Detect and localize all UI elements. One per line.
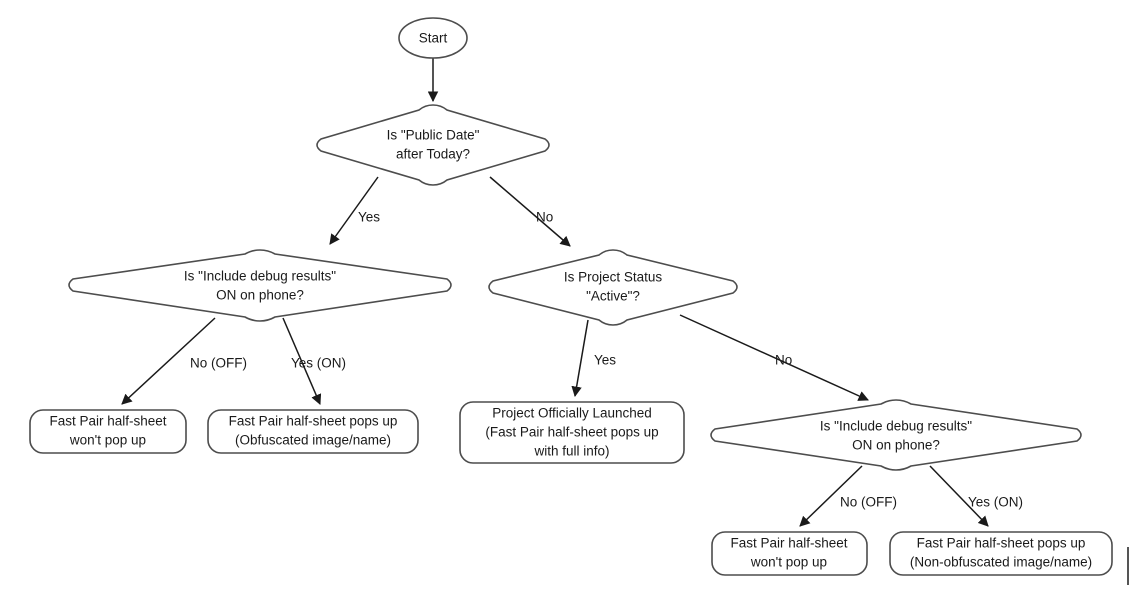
edge-public-date-yes: [329, 176, 379, 245]
debug-left-label-line1: Is "Include debug results": [184, 269, 336, 284]
node-result-no-off-right[interactable]: Fast Pair half-sheet won't pop up: [711, 531, 868, 576]
edge-label-debug-left-yes-on: Yes (ON): [291, 356, 346, 371]
result-yes-on-left-line1: Fast Pair half-sheet pops up: [229, 414, 398, 429]
edge-label-debug-left-no-off: No (OFF): [190, 356, 247, 371]
result-yes-on-left-line2: (Obfuscated image/name): [235, 433, 391, 448]
edge-debug-left-yes-on: [282, 317, 322, 405]
edge-debug-right-no-off: [799, 465, 863, 527]
debug-left-label-line2: ON on phone?: [216, 288, 304, 303]
edge-labels-layer: Yes No No (OFF) Yes (ON) Yes No No (OFF)…: [190, 210, 1023, 510]
project-launched-line2: (Fast Pair half-sheet pops up: [485, 425, 658, 440]
edge-label-project-status-yes: Yes: [594, 353, 616, 368]
result-no-off-left-line2: won't pop up: [69, 433, 146, 448]
edge-public-date-no: [489, 176, 571, 247]
edge-project-status-no: [679, 314, 869, 401]
project-status-label-line1: Is Project Status: [564, 270, 663, 285]
edges-layer: [121, 58, 989, 527]
result-yes-on-right-box: [889, 531, 1113, 576]
public-date-diamond: [316, 104, 550, 186]
debug-right-diamond: [710, 399, 1082, 471]
project-launched-line3: with full info): [533, 444, 609, 459]
result-no-off-left-line1: Fast Pair half-sheet: [49, 414, 166, 429]
start-label: Start: [419, 31, 448, 46]
node-debug-right-decision[interactable]: Is "Include debug results" ON on phone?: [710, 399, 1082, 471]
edge-label-public-date-no: No: [536, 210, 553, 225]
public-date-label-line1: Is "Public Date": [387, 128, 480, 143]
project-launched-box: [459, 401, 685, 464]
result-no-off-right-line1: Fast Pair half-sheet: [730, 536, 847, 551]
node-result-yes-on-right[interactable]: Fast Pair half-sheet pops up (Non-obfusc…: [889, 531, 1113, 576]
node-result-yes-on-left[interactable]: Fast Pair half-sheet pops up (Obfuscated…: [207, 409, 419, 454]
result-no-off-right-box: [711, 531, 868, 576]
project-status-diamond: [488, 249, 738, 326]
project-launched-line1: Project Officially Launched: [492, 406, 652, 421]
start-ellipse: [398, 17, 468, 59]
edge-debug-right-yes-on: [929, 465, 989, 527]
result-yes-on-left-box: [207, 409, 419, 454]
debug-right-label-line1: Is "Include debug results": [820, 419, 972, 434]
edge-label-project-status-no: No: [775, 353, 792, 368]
edge-label-debug-right-no-off: No (OFF): [840, 495, 897, 510]
node-project-status-decision[interactable]: Is Project Status "Active"?: [488, 249, 738, 326]
result-no-off-left-box: [29, 409, 187, 454]
node-start[interactable]: Start: [398, 17, 468, 59]
node-result-no-off-left[interactable]: Fast Pair half-sheet won't pop up: [29, 409, 187, 454]
node-project-launched[interactable]: Project Officially Launched (Fast Pair h…: [459, 401, 685, 464]
result-no-off-right-line2: won't pop up: [750, 555, 827, 570]
debug-left-diamond: [68, 249, 452, 322]
edge-label-debug-right-yes-on: Yes (ON): [968, 495, 1023, 510]
public-date-label-line2: after Today?: [396, 147, 470, 162]
debug-right-label-line2: ON on phone?: [852, 438, 940, 453]
project-status-label-line2: "Active"?: [586, 289, 640, 304]
edge-debug-left-no-off: [121, 317, 216, 405]
node-public-date-decision[interactable]: Is "Public Date" after Today?: [316, 104, 550, 186]
edge-project-status-yes: [571, 319, 589, 398]
edge-label-public-date-yes: Yes: [358, 210, 380, 225]
result-yes-on-right-line2: (Non-obfuscated image/name): [910, 555, 1092, 570]
node-debug-left-decision[interactable]: Is "Include debug results" ON on phone?: [68, 249, 452, 322]
result-yes-on-right-line1: Fast Pair half-sheet pops up: [917, 536, 1086, 551]
